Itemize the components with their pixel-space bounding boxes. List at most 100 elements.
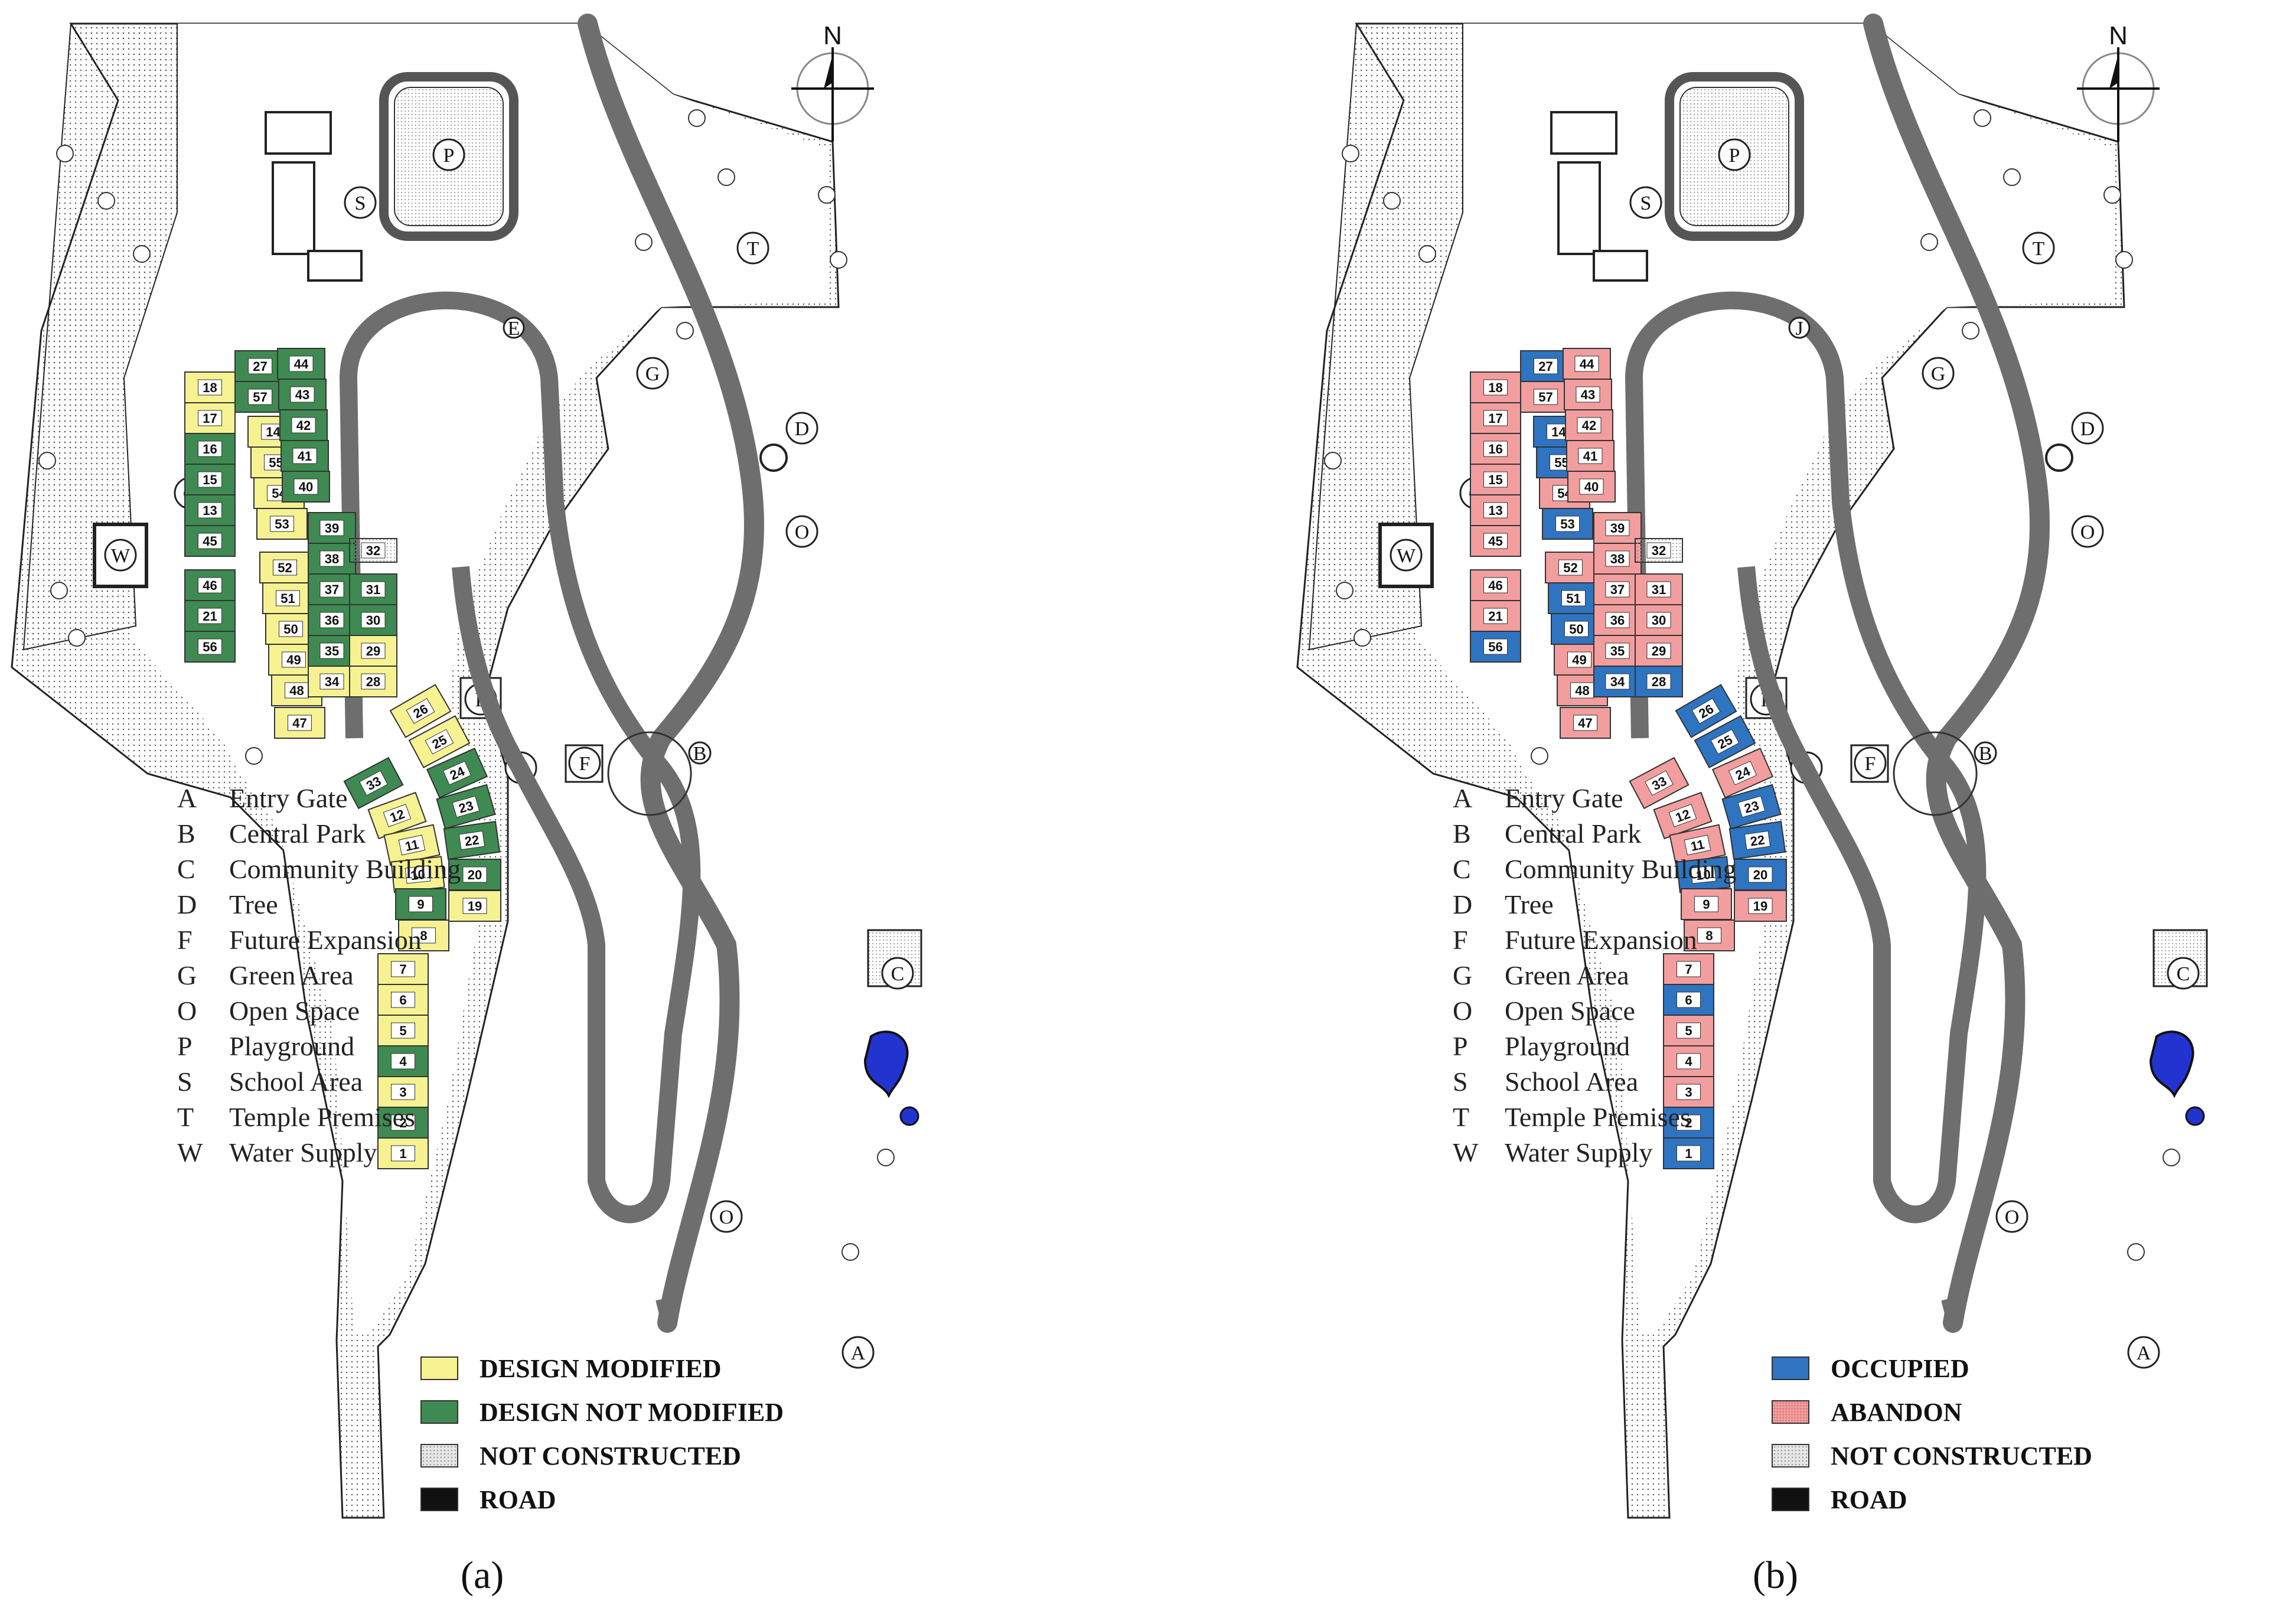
temple-marker bbox=[2022, 231, 2055, 265]
lot-number: 5 bbox=[399, 1023, 406, 1038]
lot-number: 21 bbox=[1488, 609, 1502, 624]
lot-number: 13 bbox=[1488, 503, 1502, 518]
lot-26: 26 bbox=[389, 684, 452, 738]
legend-code: A bbox=[177, 783, 197, 813]
lot-18: 18 bbox=[184, 371, 236, 403]
tree-icon bbox=[97, 192, 115, 210]
lot-number-box bbox=[1483, 410, 1508, 426]
lot-number-box bbox=[1748, 866, 1773, 883]
lot-number-box bbox=[1574, 356, 1599, 372]
tree-icon bbox=[2103, 186, 2121, 204]
lot-number-box bbox=[1483, 379, 1508, 396]
lot-number-box bbox=[270, 516, 294, 532]
lot-number-box bbox=[405, 865, 431, 884]
entry-road bbox=[1941, 1297, 1959, 1325]
lot-number-box bbox=[1483, 577, 1508, 593]
lot-number-box bbox=[1677, 1022, 1701, 1039]
lot-number-box bbox=[406, 698, 435, 724]
tree-icon bbox=[50, 582, 68, 599]
lot-number-box bbox=[1605, 643, 1630, 659]
lot-27: 27 bbox=[234, 350, 286, 382]
lot-7: 7 bbox=[1663, 953, 1714, 985]
lot-number-box bbox=[383, 804, 412, 827]
legend-code: G bbox=[177, 960, 197, 990]
water-supply-label: W bbox=[111, 545, 131, 567]
lot-number: 15 bbox=[203, 472, 217, 487]
lot-6: 6 bbox=[1663, 984, 1714, 1016]
pond-small bbox=[899, 1106, 919, 1126]
lot-number-box bbox=[291, 417, 316, 433]
lot-number: 27 bbox=[253, 359, 267, 374]
lot-plot bbox=[281, 440, 329, 472]
lot-number: 20 bbox=[468, 868, 482, 882]
lot-27: 27 bbox=[1520, 350, 1571, 382]
lot-number: 21 bbox=[203, 609, 217, 624]
lot-51: 51 bbox=[1548, 582, 1599, 614]
key-swatch bbox=[420, 1444, 458, 1468]
lot-number-box bbox=[273, 559, 297, 576]
lot-37: 37 bbox=[1593, 573, 1642, 605]
lot-number: 6 bbox=[399, 993, 406, 1007]
lot-16: 16 bbox=[184, 433, 236, 465]
central-park-label: B bbox=[693, 743, 707, 765]
open-space-marker bbox=[710, 1200, 743, 1233]
lot-number-box bbox=[292, 448, 317, 464]
gate-marker bbox=[503, 317, 525, 339]
key-row: DESIGN NOT MODIFIED bbox=[420, 1390, 784, 1434]
tree-ring bbox=[759, 443, 788, 472]
lot-number: 40 bbox=[1584, 480, 1599, 494]
playground-label: P bbox=[1729, 145, 1740, 167]
lot-number: 2 bbox=[399, 1116, 406, 1130]
green-area-marker bbox=[636, 357, 669, 390]
playground-label: P bbox=[443, 145, 455, 167]
legend-code: C bbox=[1453, 854, 1471, 884]
lot-number: 11 bbox=[404, 837, 420, 854]
lot-number: 37 bbox=[1610, 582, 1625, 597]
lot-number: 29 bbox=[1652, 644, 1666, 658]
lot-number: 46 bbox=[203, 578, 217, 593]
lot-number-box bbox=[1483, 502, 1508, 518]
key-label: ROAD bbox=[480, 1485, 556, 1514]
lot-number: 30 bbox=[1652, 613, 1666, 628]
lot-number-box bbox=[1483, 638, 1508, 655]
school-building bbox=[1557, 161, 1601, 255]
lot-8: 8 bbox=[1684, 919, 1735, 951]
lot-24: 24 bbox=[1711, 748, 1774, 798]
lot-number: 31 bbox=[366, 582, 380, 597]
playground-marker bbox=[1718, 138, 1751, 171]
lot-56: 56 bbox=[184, 631, 236, 663]
lot-46: 46 bbox=[1470, 569, 1521, 601]
tree-icon bbox=[38, 452, 56, 469]
lot-34: 34 bbox=[308, 666, 356, 697]
legend-label: Entry Gate bbox=[1505, 783, 1623, 813]
lot-21: 21 bbox=[184, 600, 236, 632]
tree-icon bbox=[245, 747, 263, 765]
tree-icon bbox=[2127, 1243, 2145, 1261]
lot-number-box bbox=[1555, 516, 1580, 532]
lot-number-box bbox=[1728, 761, 1757, 785]
lot-number-box bbox=[198, 577, 222, 593]
lot-number-box bbox=[198, 441, 222, 457]
lot-24: 24 bbox=[426, 748, 488, 798]
lot-number-box bbox=[359, 770, 388, 796]
key-swatch bbox=[420, 1356, 458, 1380]
lot-number-box bbox=[1737, 795, 1766, 818]
entry-gate-label: A bbox=[851, 1342, 866, 1364]
lot-44: 44 bbox=[1563, 348, 1611, 380]
lot-number: 14 bbox=[266, 425, 281, 439]
lot-6: 6 bbox=[377, 984, 429, 1016]
lot-31: 31 bbox=[1635, 573, 1683, 605]
lot-number-box bbox=[1605, 550, 1630, 567]
lot-number-box bbox=[279, 621, 303, 637]
legend-label: Community Building bbox=[229, 854, 461, 884]
lot-number: 37 bbox=[325, 582, 339, 597]
lot-42: 42 bbox=[1565, 409, 1613, 441]
tree-ring bbox=[2045, 443, 2073, 472]
